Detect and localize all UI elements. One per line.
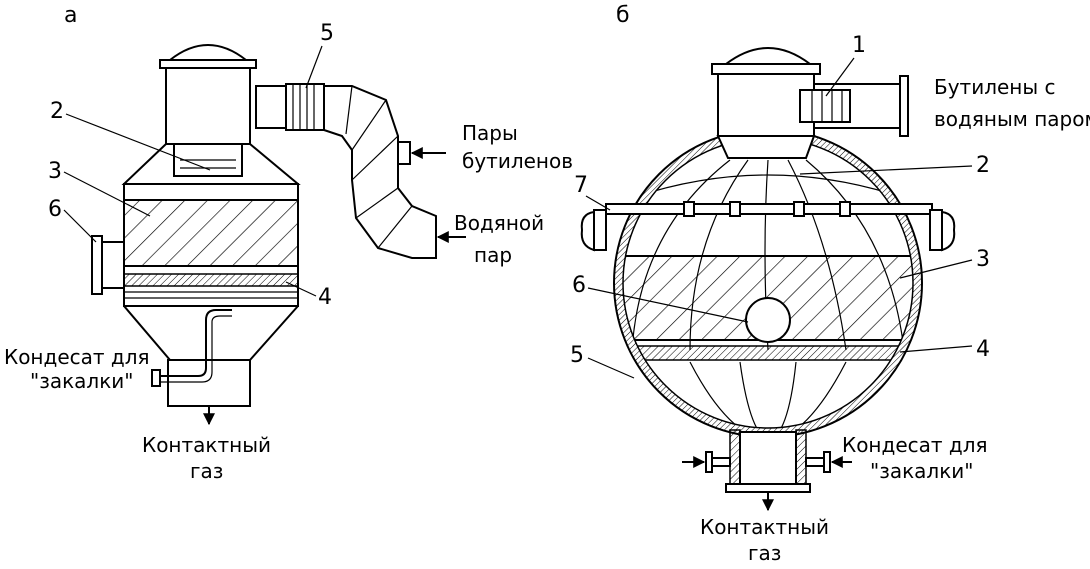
elbow-duct bbox=[323, 85, 437, 259]
expansion-joint bbox=[285, 83, 325, 131]
contact-gas-b-label-1: Контактный bbox=[700, 515, 829, 539]
water-steam-label-1: Водяной bbox=[454, 211, 544, 235]
butylenes-steam-label-1: Бутилены с bbox=[934, 75, 1056, 99]
top-dome-b bbox=[723, 47, 813, 65]
callout-5: 5 bbox=[320, 21, 334, 46]
catalyst-bed bbox=[123, 199, 299, 267]
lower-cone bbox=[123, 305, 299, 361]
callout-b-4: 4 bbox=[976, 337, 990, 362]
gas-outlet bbox=[167, 359, 251, 407]
panel-b: б bbox=[570, 3, 1090, 565]
panel-a-letter: а bbox=[64, 3, 77, 28]
top-dome bbox=[167, 44, 249, 61]
callout-3: 3 bbox=[48, 159, 62, 184]
support-layer-b bbox=[623, 345, 913, 361]
sight-window bbox=[745, 297, 791, 343]
butylenes-steam-label-2: водяным паром bbox=[934, 107, 1090, 131]
panel-b-letter: б bbox=[616, 3, 630, 28]
top-flange bbox=[159, 59, 257, 69]
contact-gas-label-2: газ bbox=[190, 459, 223, 483]
panel-a: а bbox=[4, 3, 573, 483]
callout-b-5: 5 bbox=[570, 343, 584, 368]
top-flange-b bbox=[711, 63, 821, 75]
contact-gas-b-label-2: газ bbox=[748, 541, 781, 565]
quench-valve bbox=[151, 369, 161, 387]
callout-b-7: 7 bbox=[574, 173, 588, 198]
water-steam-label-2: пар bbox=[474, 243, 512, 267]
duct-section bbox=[255, 85, 287, 129]
condensate-label-2: "закалки" bbox=[30, 369, 134, 393]
condensate-b-label-1: Кондесат для bbox=[842, 433, 988, 457]
condensate-b-label-2: "закалки" bbox=[870, 459, 974, 483]
quench-pipe bbox=[160, 309, 232, 377]
butylene-vapor-label-2: бутиленов bbox=[462, 149, 573, 173]
callout-b-1: 1 bbox=[852, 33, 866, 58]
inlet-flange bbox=[899, 75, 909, 137]
distributor-pipe bbox=[605, 203, 933, 215]
mixer-housing bbox=[165, 67, 251, 145]
side-nozzle-flange bbox=[91, 235, 103, 295]
support-layer bbox=[123, 273, 299, 287]
side-nozzle bbox=[101, 241, 125, 289]
bottom-flange bbox=[725, 483, 811, 493]
callout-b-3: 3 bbox=[976, 247, 990, 272]
bottom-outlet bbox=[739, 431, 797, 485]
callout-b-2: 2 bbox=[976, 153, 990, 178]
callout-6: 6 bbox=[48, 197, 62, 222]
callout-4: 4 bbox=[318, 285, 332, 310]
contact-gas-label-1: Контактный bbox=[142, 433, 271, 457]
callout-2: 2 bbox=[50, 99, 64, 124]
right-end-cap bbox=[941, 210, 956, 252]
butylene-inlet bbox=[397, 141, 411, 165]
condensate-label-1: Кондесат для bbox=[4, 345, 150, 369]
mixer-neck bbox=[716, 135, 816, 159]
callout-b-6: 6 bbox=[572, 273, 586, 298]
left-end-cap bbox=[580, 210, 595, 252]
butylene-vapor-label-1: Пары bbox=[462, 121, 518, 145]
